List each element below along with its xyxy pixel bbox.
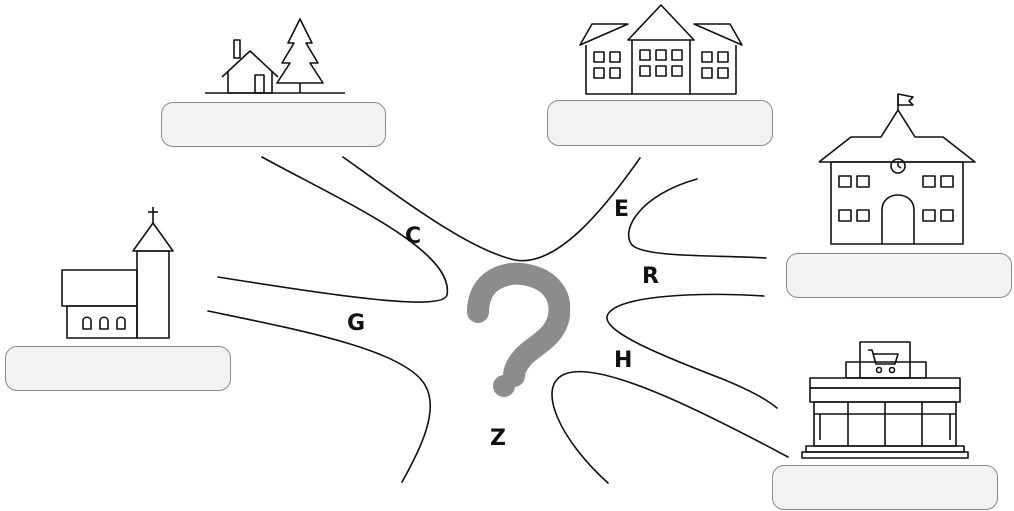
road-house-right	[342, 156, 641, 262]
supermarket-icon	[801, 341, 969, 459]
road-church-lower	[207, 310, 432, 483]
letter-h: H	[614, 348, 633, 373]
letter-r: R	[642, 264, 659, 289]
road-market-upper	[719, 377, 778, 409]
supermarket-label-box[interactable]	[772, 465, 998, 510]
school-icon	[818, 93, 976, 245]
road-school-lower	[606, 293, 765, 379]
cart-icon	[868, 349, 899, 365]
letter-e: E	[614, 197, 630, 222]
church-label-box[interactable]	[5, 346, 231, 391]
apartment-icon	[579, 4, 743, 95]
house-label-box[interactable]	[161, 102, 386, 147]
house-tree-icon	[205, 18, 345, 94]
question-mark-icon	[467, 262, 570, 397]
letter-z: Z	[490, 426, 506, 451]
church-icon	[61, 207, 174, 339]
apartment-label-box[interactable]	[547, 100, 773, 146]
letter-g: G	[347, 311, 366, 336]
letter-c: C	[405, 224, 422, 249]
school-label-box[interactable]	[786, 253, 1012, 298]
road-house-left	[217, 156, 448, 303]
road-school-upper	[627, 178, 767, 259]
road-market-lower	[551, 370, 789, 484]
